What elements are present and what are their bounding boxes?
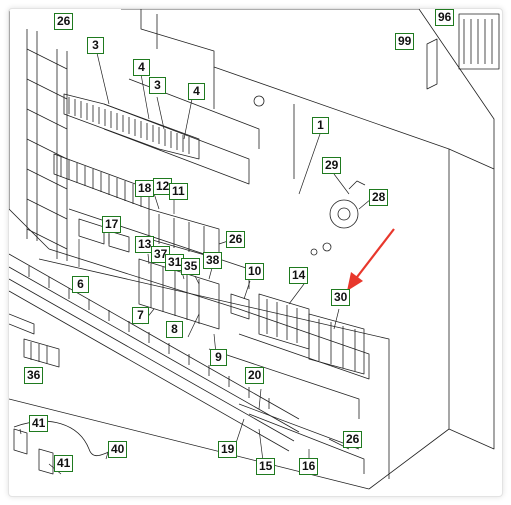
din-rail-long: [9, 253, 300, 452]
part-36-stack: [9, 313, 35, 335]
callout-6: 6: [72, 276, 89, 293]
cabinet-inner-line: [156, 14, 295, 179]
callout-15: 15: [256, 458, 276, 475]
callout-36: 36: [24, 367, 44, 384]
highlight-arrow: [347, 228, 395, 291]
middle-terminal-block-teeth: [60, 157, 142, 207]
callout-38: 38: [203, 252, 223, 269]
callout-9: 9: [210, 349, 227, 366]
nut: [310, 248, 318, 256]
left-wall: [9, 9, 50, 250]
diagram-frame: 26 3 4 3 4 1 96 99 29 28 12 18 11 17 26 …: [8, 8, 503, 497]
left-rail-column: [26, 29, 68, 261]
callout-16: 16: [299, 458, 319, 475]
callout-35: 35: [181, 258, 201, 275]
connector-99: [426, 38, 438, 90]
part-36: [23, 338, 60, 368]
callout-14: 14: [289, 267, 309, 284]
callout-26: 26: [343, 431, 363, 448]
bottom-rail: [238, 403, 365, 474]
pcb-30: [308, 313, 365, 375]
callout-11: 11: [169, 183, 188, 200]
callout-99: 99: [395, 33, 415, 50]
callout-3: 3: [87, 37, 104, 54]
part-28-hub: [337, 207, 351, 221]
washer: [322, 242, 332, 252]
callout-3: 3: [149, 77, 166, 94]
upper-terminal-block-teeth: [68, 97, 190, 154]
component-10: [230, 293, 250, 320]
callout-13: 13: [135, 236, 155, 253]
callout-19: 19: [218, 441, 238, 458]
callout-41: 41: [29, 415, 49, 432]
callout-30: 30: [331, 289, 351, 306]
din-rail-long-ticks: [28, 266, 270, 409]
callout-4: 4: [133, 59, 150, 76]
part-28-ring: [329, 199, 359, 229]
callout-29: 29: [322, 157, 342, 174]
callout-96: 96: [435, 9, 455, 26]
pcb-96: [458, 13, 500, 70]
connector-41-top: [13, 428, 28, 455]
left-rail-column-slats: [26, 48, 68, 250]
connector-41-bottom: [38, 448, 54, 475]
exploded-parts-drawing: [9, 9, 500, 490]
callout-18: 18: [135, 180, 155, 197]
callout-7: 7: [132, 307, 149, 324]
upper-cable-duct: [103, 78, 260, 185]
callout-8: 8: [166, 321, 183, 338]
callout-1: 1: [312, 117, 329, 134]
cabinet-right-side: [448, 148, 495, 450]
upper-terminal-block: [63, 93, 200, 160]
mount-hole: [253, 95, 265, 107]
callout-17: 17: [102, 216, 122, 233]
part-29-bolt: [348, 180, 366, 190]
callout-20: 20: [245, 367, 265, 384]
callout-28: 28: [369, 189, 389, 206]
right-cable-duct: [208, 308, 370, 419]
pcb-14: [258, 293, 310, 350]
callout-26: 26: [226, 231, 246, 248]
callout-41: 41: [54, 455, 74, 472]
callout-12: 12: [153, 178, 173, 195]
callout-4: 4: [188, 83, 205, 100]
cabinet-back-panel: [121, 9, 450, 490]
callout-40: 40: [108, 441, 128, 458]
callout-26: 26: [54, 13, 74, 30]
cabinet-top-edge: [141, 9, 495, 169]
callout-10: 10: [245, 263, 265, 280]
relay-modules: [138, 258, 220, 330]
